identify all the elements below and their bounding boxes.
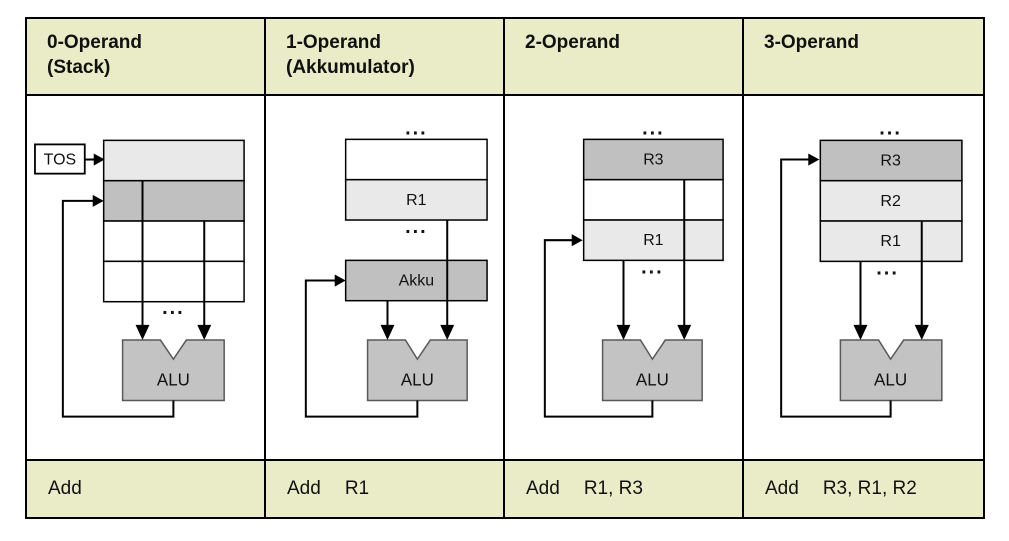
ellipsis: ...: [162, 297, 185, 319]
register-cell-blank: [344, 138, 488, 181]
isa-comparison-table: 0-Operand (Stack) 1-Operand (Akkumulator…: [25, 17, 985, 519]
register-label-r1: R1: [880, 232, 901, 250]
instruction-operands: R1, R3: [583, 478, 643, 499]
two-operand-architecture-diagram: ... R3 R1 ... ALU: [543, 117, 724, 418]
arrowhead-right-icon: [571, 234, 583, 247]
arrowhead-right-icon: [334, 274, 346, 287]
stack-cell-tos: [102, 139, 245, 182]
arrowhead-down-icon: [197, 324, 212, 341]
header-line1: 0-Operand: [47, 32, 143, 53]
ellipsis: ...: [879, 117, 902, 139]
register-label-r2: R2: [880, 192, 901, 210]
stack-cell-second: [102, 179, 245, 222]
diagram-cell-3operand: ... R3 R2 R1 ... ALU: [744, 96, 983, 459]
stack-architecture-diagram: TOS ... ALU: [34, 139, 245, 418]
header-0-operand: 0-Operand (Stack): [27, 19, 266, 96]
ellipsis: ...: [641, 256, 664, 278]
register-cell-r1: [344, 178, 488, 221]
arrowhead-right-icon: [808, 153, 820, 166]
arrowhead-right-icon: [93, 153, 105, 166]
register-label-r3: R3: [643, 150, 663, 168]
arrowhead-down-icon: [135, 324, 150, 341]
alu-writeback-path: [304, 279, 419, 418]
arrowhead-down-icon: [677, 324, 692, 341]
diagram-cell-akkumulator: ... R1 ... Akku ALU: [266, 96, 505, 459]
alu-label: ALU: [401, 370, 434, 389]
alu-label: ALU: [874, 370, 907, 389]
ellipsis: ...: [405, 216, 428, 238]
instruction-example-3operand: Add R3, R1, R2: [744, 459, 983, 517]
instruction-example-akkumulator: Add R1: [266, 459, 505, 517]
arrowhead-right-icon: [92, 194, 104, 207]
register-label-r1: R1: [406, 191, 426, 209]
instruction-operands: R1: [344, 478, 370, 499]
arrowhead-down-icon: [853, 324, 868, 341]
alu-box: [839, 339, 943, 402]
arrowhead-down-icon: [914, 324, 929, 341]
arrowhead-down-icon: [380, 324, 395, 341]
instruction-mnemonic: Add: [765, 478, 799, 499]
arrowhead-down-icon: [440, 324, 455, 341]
ellipsis: ...: [642, 117, 665, 139]
header-2-operand: 2-Operand: [505, 19, 744, 96]
instruction-operands: R3, R1, R2: [822, 478, 917, 499]
alu-label: ALU: [157, 370, 190, 389]
three-operand-architecture-diagram: ... R3 R2 R1 ... ALU: [780, 117, 963, 418]
akkumulator-architecture-diagram: ... R1 ... Akku ALU: [304, 117, 488, 418]
header-1-operand: 1-Operand (Akkumulator): [266, 19, 505, 96]
ellipsis: ...: [876, 257, 899, 279]
akku-label: Akku: [399, 271, 434, 289]
header-line2: (Akkumulator): [286, 57, 415, 78]
header-line1: 3-Operand: [764, 32, 860, 53]
header-line1: 1-Operand: [286, 32, 382, 53]
register-cell-r1: [582, 219, 724, 262]
diagram-cell-2operand: ... R3 R1 ... ALU: [505, 96, 744, 459]
stack-cell-3: [102, 220, 245, 263]
alu-writeback-path: [61, 199, 175, 418]
alu-writeback-path: [780, 158, 892, 418]
instruction-mnemonic: Add: [48, 478, 82, 499]
instruction-example-stack: Add: [27, 459, 266, 517]
tos-label: TOS: [44, 150, 76, 168]
stack-cell-4: [102, 260, 245, 303]
arrowhead-down-icon: [616, 324, 631, 341]
akku-box: [344, 259, 488, 302]
diagram-cell-stack: TOS ... ALU: [27, 96, 266, 459]
alu-box: [121, 339, 225, 402]
header-3-operand: 3-Operand: [744, 19, 983, 96]
register-label-r1: R1: [643, 231, 663, 249]
alu-label: ALU: [636, 370, 669, 389]
register-label-r3: R3: [880, 152, 901, 170]
register-cell-r2: [819, 179, 963, 222]
header-line2: (Stack): [47, 57, 111, 78]
register-cell-r1: [819, 220, 963, 263]
alu-box: [601, 339, 703, 402]
ellipsis: ...: [405, 117, 428, 139]
alu-box: [366, 339, 468, 402]
instruction-mnemonic: Add: [287, 478, 321, 499]
register-cell-blank: [582, 178, 724, 221]
instruction-example-2operand: Add R1, R3: [505, 459, 744, 517]
alu-writeback-path: [543, 239, 654, 418]
instruction-mnemonic: Add: [526, 478, 560, 499]
header-line1: 2-Operand: [525, 32, 621, 53]
